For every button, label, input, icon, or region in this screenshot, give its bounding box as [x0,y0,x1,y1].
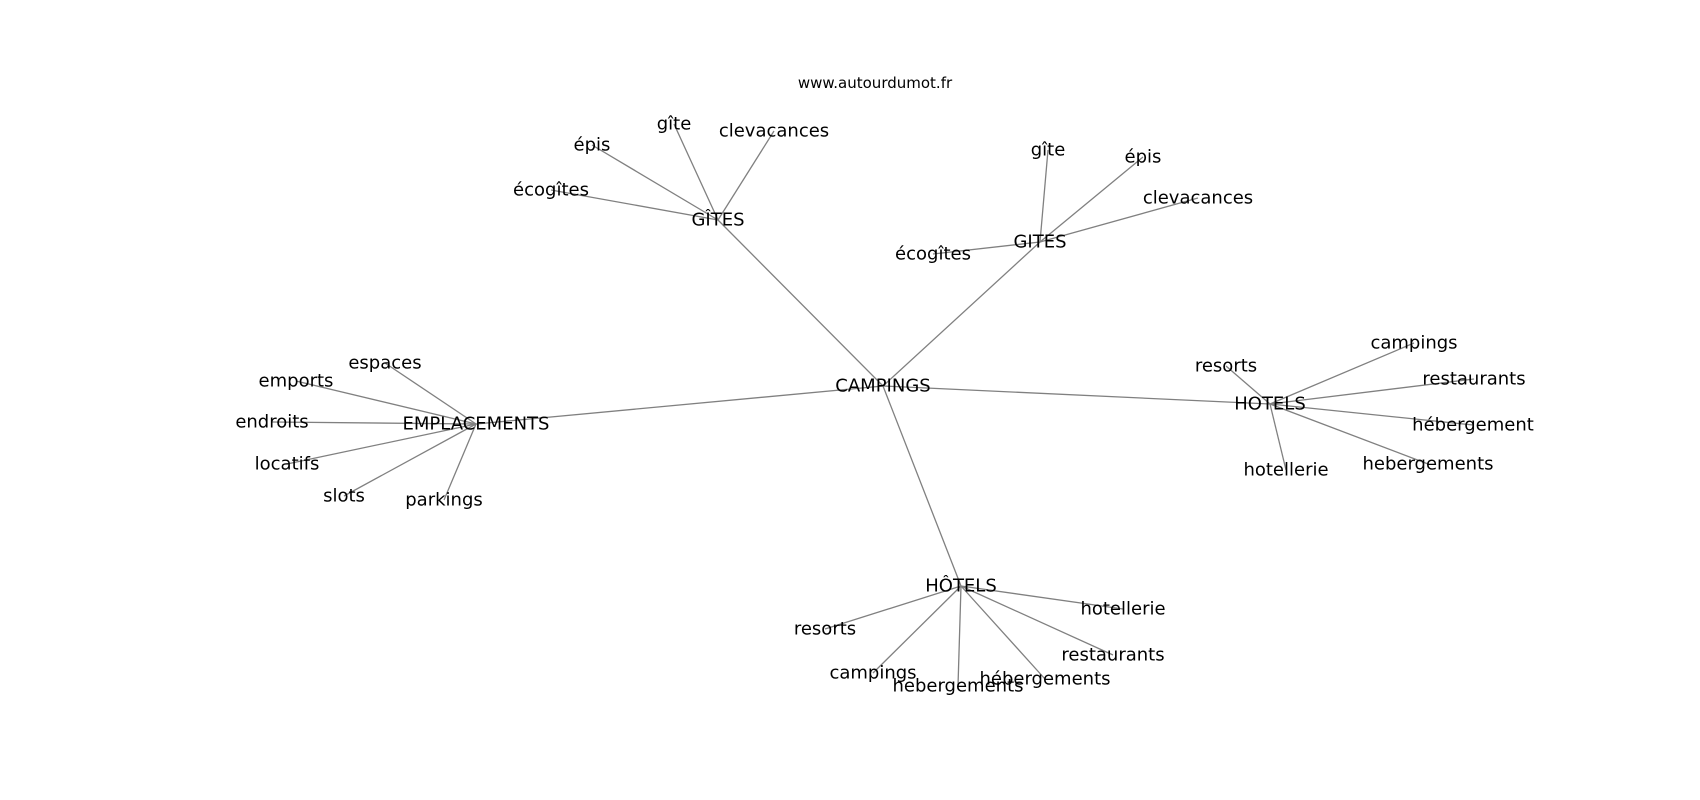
edge-gites-gite [1039,149,1049,243]
hub-node-emplacements-2: EMPLACEMENTS [403,414,550,435]
leaf-node-restaurants: restaurants [1422,369,1525,390]
watermark-text: www.autourdumot.fr [798,74,953,92]
edge-hotels-restaurants [960,585,1114,656]
center-node-label: CAMPINGS [835,376,930,397]
edge-emplacements-parkings [443,423,477,501]
hub-node-hotels-4: HÔTELS [925,575,997,597]
edge-emplacements-emports [295,380,477,425]
edge-center-gites [717,219,884,387]
edge-gites-ecogites [932,241,1041,255]
leaf-node-emports: emports [259,371,334,392]
leaf-node-hebergements: hebergements [892,676,1023,697]
leaf-node-locatifs: locatifs [255,454,320,475]
edge-emplacements-endroits [271,421,477,425]
edge-hotels-campings [872,585,962,674]
edge-hotels-restaurants [1269,378,1475,405]
leaf-node-restaurants: restaurants [1061,645,1164,666]
edge-gites-epis [1039,156,1144,243]
leaf-node-ecogites: écogîtes [513,180,589,201]
leaf-node-gite: gîte [1031,140,1066,161]
leaf-node-hebergement: hébergement [1412,415,1534,436]
edge-gites-gite [673,123,719,221]
edge-hotels-hebergement [1269,403,1474,426]
edge-emplacements-espaces [384,362,477,425]
leaf-node-clevacances: clevacances [1143,188,1253,209]
edge-emplacements-slots [343,423,477,497]
leaf-node-hotellerie: hotellerie [1243,460,1328,481]
hub-node-hotels-3: HOTELS [1234,394,1306,415]
leaf-node-resorts: resorts [794,619,856,640]
leaf-node-hebergements: hebergements [1362,454,1493,475]
edge-hotels-hotellerie [960,585,1124,610]
leaf-node-campings: campings [829,663,916,684]
leaf-node-epis: épis [574,135,611,156]
leaf-node-hebergements: hébergements [979,669,1110,690]
edge-emplacements-locatifs [286,423,477,465]
hub-node-gites-0: GÎTES [691,209,744,231]
leaf-node-resorts: resorts [1195,356,1257,377]
leaf-node-slots: slots [323,486,365,507]
edge-center-hotels [882,385,962,587]
edge-gites-clevacances [717,130,775,221]
edge-hotels-hebergements [1269,403,1429,465]
leaf-node-gite: gîte [657,114,692,135]
edge-center-emplacements [475,385,884,425]
leaf-node-endroits: endroits [235,412,308,433]
leaf-node-parkings: parkings [405,490,483,511]
edge-center-hotels [882,385,1271,405]
edge-hotels-hebergements [957,585,962,687]
leaf-node-ecogites: écogîtes [895,244,971,265]
edge-hotels-resorts [824,585,962,630]
edge-hotels-hotellerie [1269,403,1287,471]
edge-hotels-resorts [1225,365,1271,405]
hub-node-gites-1: GITES [1013,232,1066,253]
leaf-node-espaces: espaces [348,353,421,374]
edge-gites-ecogites [550,189,719,221]
edge-gites-epis [591,144,719,221]
edge-center-gites [882,241,1041,387]
edge-gites-clevacances [1039,197,1199,243]
edge-hotels-hebergements [960,585,1046,680]
graph-labels: CAMPINGS GÎTES épis gîte clevacances écogîtes… [235,114,1534,697]
leaf-node-clevacances: clevacances [719,121,829,142]
leaf-node-campings: campings [1370,333,1457,354]
graph-edges [271,123,1475,687]
leaf-node-epis: épis [1125,147,1162,168]
leaf-node-hotellerie: hotellerie [1080,599,1165,620]
edge-hotels-campings [1269,342,1415,405]
